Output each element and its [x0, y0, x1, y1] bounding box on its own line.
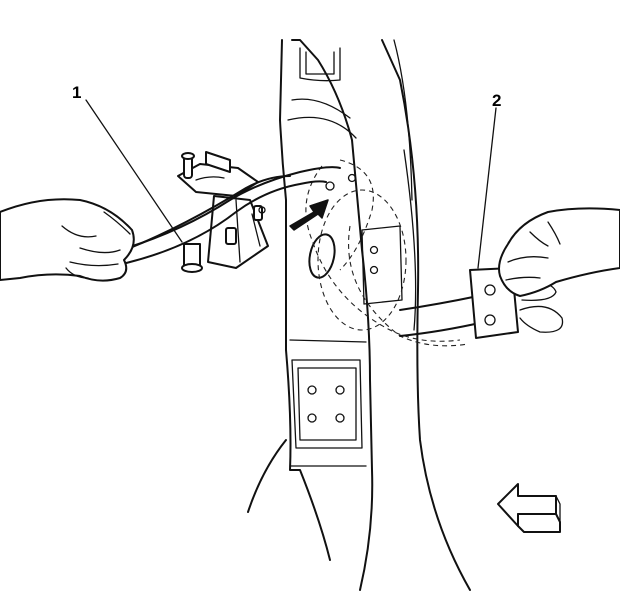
callout-1-label: 1 — [72, 83, 81, 102]
body-pillar — [247, 39, 471, 591]
check-cable — [119, 166, 485, 337]
callout-2-label: 2 — [492, 91, 501, 110]
left-hand — [0, 198, 135, 282]
right-hand — [498, 207, 620, 297]
door-hinge-bracket — [177, 151, 269, 273]
pull-direction-arrow — [289, 199, 329, 231]
hidden-cable-path — [305, 159, 469, 347]
callout-leaders — [85, 99, 497, 269]
view-orientation-arrow — [497, 483, 561, 533]
